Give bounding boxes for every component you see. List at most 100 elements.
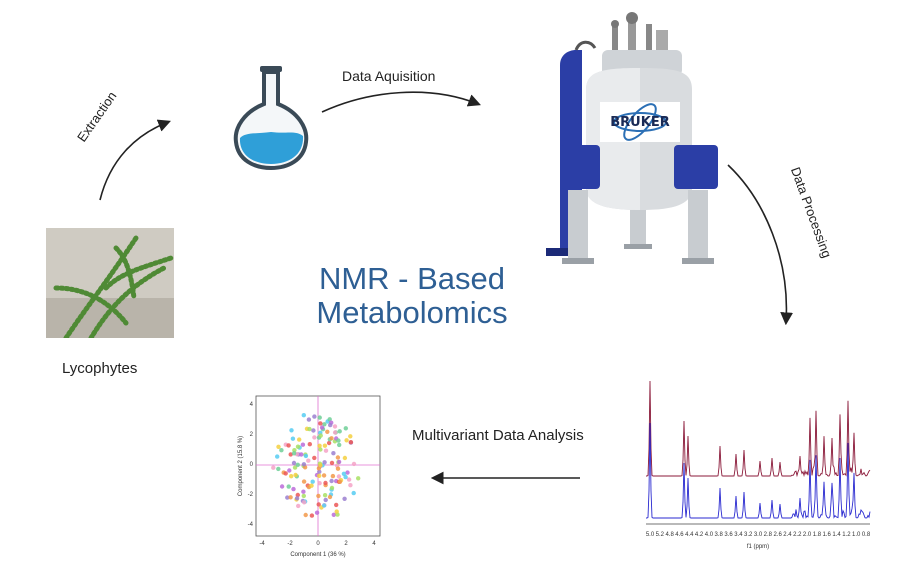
pca-point: [311, 428, 316, 433]
pca-point: [348, 440, 354, 445]
pca-point: [323, 448, 329, 453]
pca-point: [343, 474, 348, 480]
spectrum-tick-label: 1.2: [842, 532, 851, 538]
pca-point: [292, 465, 298, 470]
pca-point: [302, 500, 307, 505]
pca-x-tick: -4: [259, 541, 265, 547]
pca-point: [318, 463, 323, 468]
spectrum-tick-label: 2.6: [773, 532, 782, 538]
pca-point: [301, 489, 306, 494]
pca-point: [322, 443, 328, 448]
pca-point: [293, 472, 298, 478]
pca-point: [316, 493, 321, 499]
pca-point: [294, 496, 300, 501]
pca-x-tick: 4: [372, 541, 376, 547]
spectrum-tick-label: 4.0: [705, 532, 714, 538]
pca-point: [291, 451, 297, 456]
pca-point: [291, 486, 296, 492]
brand-text: BRUKER: [610, 115, 669, 130]
pca-point: [332, 430, 338, 435]
pca-point: [316, 502, 321, 507]
pca-point: [288, 495, 293, 500]
pca-point: [346, 477, 352, 482]
pca-point: [327, 417, 332, 422]
pca-point: [321, 473, 327, 478]
pca-point: [331, 512, 336, 517]
lycophyte-photo: [46, 228, 174, 338]
sample-label: Lycophytes: [62, 360, 138, 377]
pca-point: [351, 490, 356, 496]
plant-illustration: [46, 228, 174, 338]
pca-point: [296, 503, 301, 509]
nmr-spectrometer-icon: BRUKER: [546, 12, 718, 264]
title-line-2: Metabolomics: [316, 295, 508, 330]
pca-point: [325, 429, 330, 434]
pca-point: [356, 476, 361, 481]
pca-point: [289, 474, 294, 479]
pca-point: [322, 503, 327, 508]
pca-point: [330, 473, 336, 479]
pca-point: [290, 436, 296, 441]
pca-point: [348, 434, 353, 439]
pca-x-tick: -2: [287, 541, 293, 547]
spectrum-tick-label: 4.4: [685, 532, 694, 538]
pca-point: [328, 422, 333, 428]
pca-point: [337, 479, 343, 484]
pca-point: [318, 433, 323, 438]
spectrum-tick-label: 2.4: [783, 532, 792, 538]
pca-point: [279, 484, 285, 489]
pca-point: [335, 455, 341, 460]
pca-point: [303, 512, 308, 518]
spectrum-tick-label: 1.8: [813, 532, 822, 538]
pca-y-tick: -2: [248, 492, 254, 498]
pca-point: [300, 442, 306, 447]
pca-y-tick: 0: [250, 462, 254, 468]
pca-x-tick: 0: [316, 541, 320, 547]
spectrum-trace: [646, 422, 871, 519]
acquisition-arrow: [321, 91, 481, 113]
pca-point: [283, 471, 288, 476]
pca-point: [337, 429, 342, 434]
pca-point: [279, 448, 284, 453]
spectrum-tick-label: 0.8: [862, 532, 871, 538]
spectrum-tick-label: 3.8: [715, 532, 724, 538]
spectrum-tick-label: 4.6: [675, 532, 684, 538]
pca-point: [312, 435, 317, 440]
spectrum-tick-label: 4.8: [665, 532, 674, 538]
pca-y-tick: 2: [250, 432, 254, 438]
pca-point: [276, 466, 281, 472]
pca-point: [326, 440, 332, 446]
pca-point: [348, 483, 353, 488]
step-acquisition-label: Data Aquisition: [342, 68, 436, 84]
pca-point: [344, 438, 349, 443]
pca-point: [309, 483, 314, 488]
pca-point: [334, 502, 339, 508]
pca-point: [306, 417, 312, 422]
pca-point: [289, 428, 294, 433]
title-line-1: NMR - Based: [318, 261, 506, 296]
pca-y-tick: -4: [248, 522, 254, 528]
pca-point: [318, 421, 323, 426]
pca-point: [337, 442, 342, 448]
pca-point: [314, 510, 320, 515]
pca-point: [331, 451, 336, 456]
pca-y-tick: 4: [250, 402, 254, 408]
pca-point: [299, 452, 304, 457]
pca-point: [332, 424, 338, 429]
pca-point: [307, 442, 312, 447]
pca-point: [288, 452, 293, 457]
pca-point: [317, 473, 322, 478]
pca-point: [310, 479, 315, 484]
pca-point: [275, 454, 280, 459]
pca-point: [322, 493, 328, 498]
pca-point: [317, 481, 322, 486]
spectrum-tick-label: 2.8: [764, 532, 773, 538]
pca-point: [317, 443, 322, 448]
pca-point: [307, 426, 312, 432]
pca-point: [345, 470, 350, 475]
spectrum-tick-label: 3.0: [754, 532, 763, 538]
pca-point: [336, 474, 342, 479]
pca-point: [329, 460, 335, 466]
